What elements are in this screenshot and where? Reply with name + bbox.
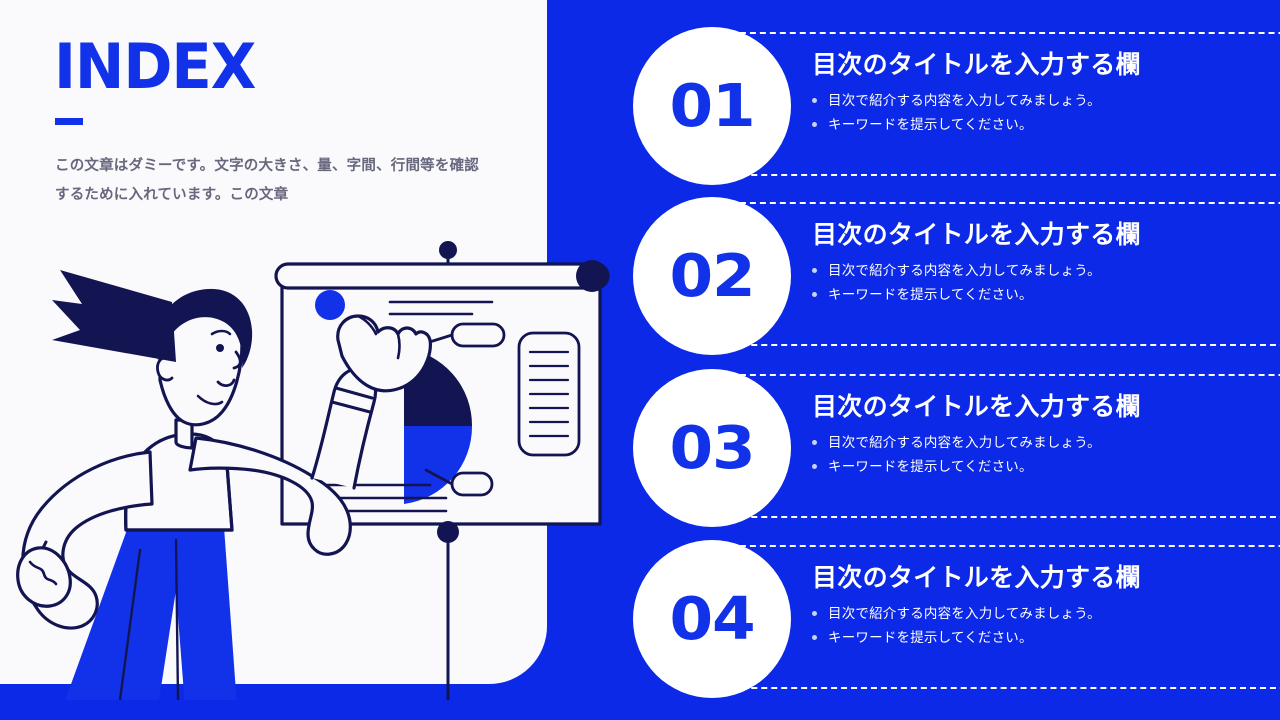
index-item-bullets-04: 目次で紹介する内容を入力してみましょう。 キーワードを提示してください。 (812, 602, 1272, 649)
index-item-04[interactable]: 04 目次のタイトルを入力する欄 目次で紹介する内容を入力してみましょう。 キー… (633, 540, 1280, 698)
list-item: キーワードを提示してください。 (812, 283, 1272, 306)
page-title: INDEX (54, 30, 256, 103)
index-item-body-03: 目次のタイトルを入力する欄 目次で紹介する内容を入力してみましょう。 キーワード… (812, 392, 1272, 478)
index-number-badge-04: 04 (633, 540, 791, 698)
index-item-body-01: 目次のタイトルを入力する欄 目次で紹介する内容を入力してみましょう。 キーワード… (812, 50, 1272, 136)
index-item-title-03: 目次のタイトルを入力する欄 (812, 393, 1141, 421)
list-item: キーワードを提示してください。 (812, 626, 1272, 649)
lead-paragraph: この文章はダミーです。文字の大きさ、量、字間、行間等を確認するために入れています… (55, 158, 479, 203)
index-number-01: 01 (669, 71, 755, 141)
list-item: キーワードを提示してください。 (812, 113, 1272, 136)
title-underline-rule (55, 118, 83, 125)
list-item: 目次で紹介する内容を入力してみましょう。 (812, 602, 1272, 625)
list-item: 目次で紹介する内容を入力してみましょう。 (812, 89, 1272, 112)
index-number-badge-01: 01 (633, 27, 791, 185)
index-number-badge-03: 03 (633, 369, 791, 527)
list-item: 目次で紹介する内容を入力してみましょう。 (812, 431, 1272, 454)
list-item: 目次で紹介する内容を入力してみましょう。 (812, 259, 1272, 282)
index-item-title-04: 目次のタイトルを入力する欄 (812, 564, 1141, 592)
index-item-body-02: 目次のタイトルを入力する欄 目次で紹介する内容を入力してみましょう。 キーワード… (812, 220, 1272, 306)
index-item-bullets-01: 目次で紹介する内容を入力してみましょう。 キーワードを提示してください。 (812, 89, 1272, 136)
index-number-04: 04 (669, 584, 755, 654)
index-item-bullets-03: 目次で紹介する内容を入力してみましょう。 キーワードを提示してください。 (812, 431, 1272, 478)
index-item-02[interactable]: 02 目次のタイトルを入力する欄 目次で紹介する内容を入力してみましょう。 キー… (633, 197, 1280, 355)
index-item-title-01: 目次のタイトルを入力する欄 (812, 51, 1141, 79)
index-number-02: 02 (669, 241, 755, 311)
person-presenting-board-illustration (16, 241, 610, 700)
index-item-03[interactable]: 03 目次のタイトルを入力する欄 目次で紹介する内容を入力してみましょう。 キー… (633, 369, 1280, 527)
index-item-list: 01 目次のタイトルを入力する欄 目次で紹介する内容を入力してみましょう。 キー… (633, 0, 1280, 720)
index-item-bullets-02: 目次で紹介する内容を入力してみましょう。 キーワードを提示してください。 (812, 259, 1272, 306)
index-item-title-02: 目次のタイトルを入力する欄 (812, 221, 1141, 249)
index-item-body-04: 目次のタイトルを入力する欄 目次で紹介する内容を入力してみましょう。 キーワード… (812, 563, 1272, 649)
index-number-badge-02: 02 (633, 197, 791, 355)
index-number-03: 03 (669, 413, 755, 483)
index-item-01[interactable]: 01 目次のタイトルを入力する欄 目次で紹介する内容を入力してみましょう。 キー… (633, 27, 1280, 185)
list-item: キーワードを提示してください。 (812, 455, 1272, 478)
